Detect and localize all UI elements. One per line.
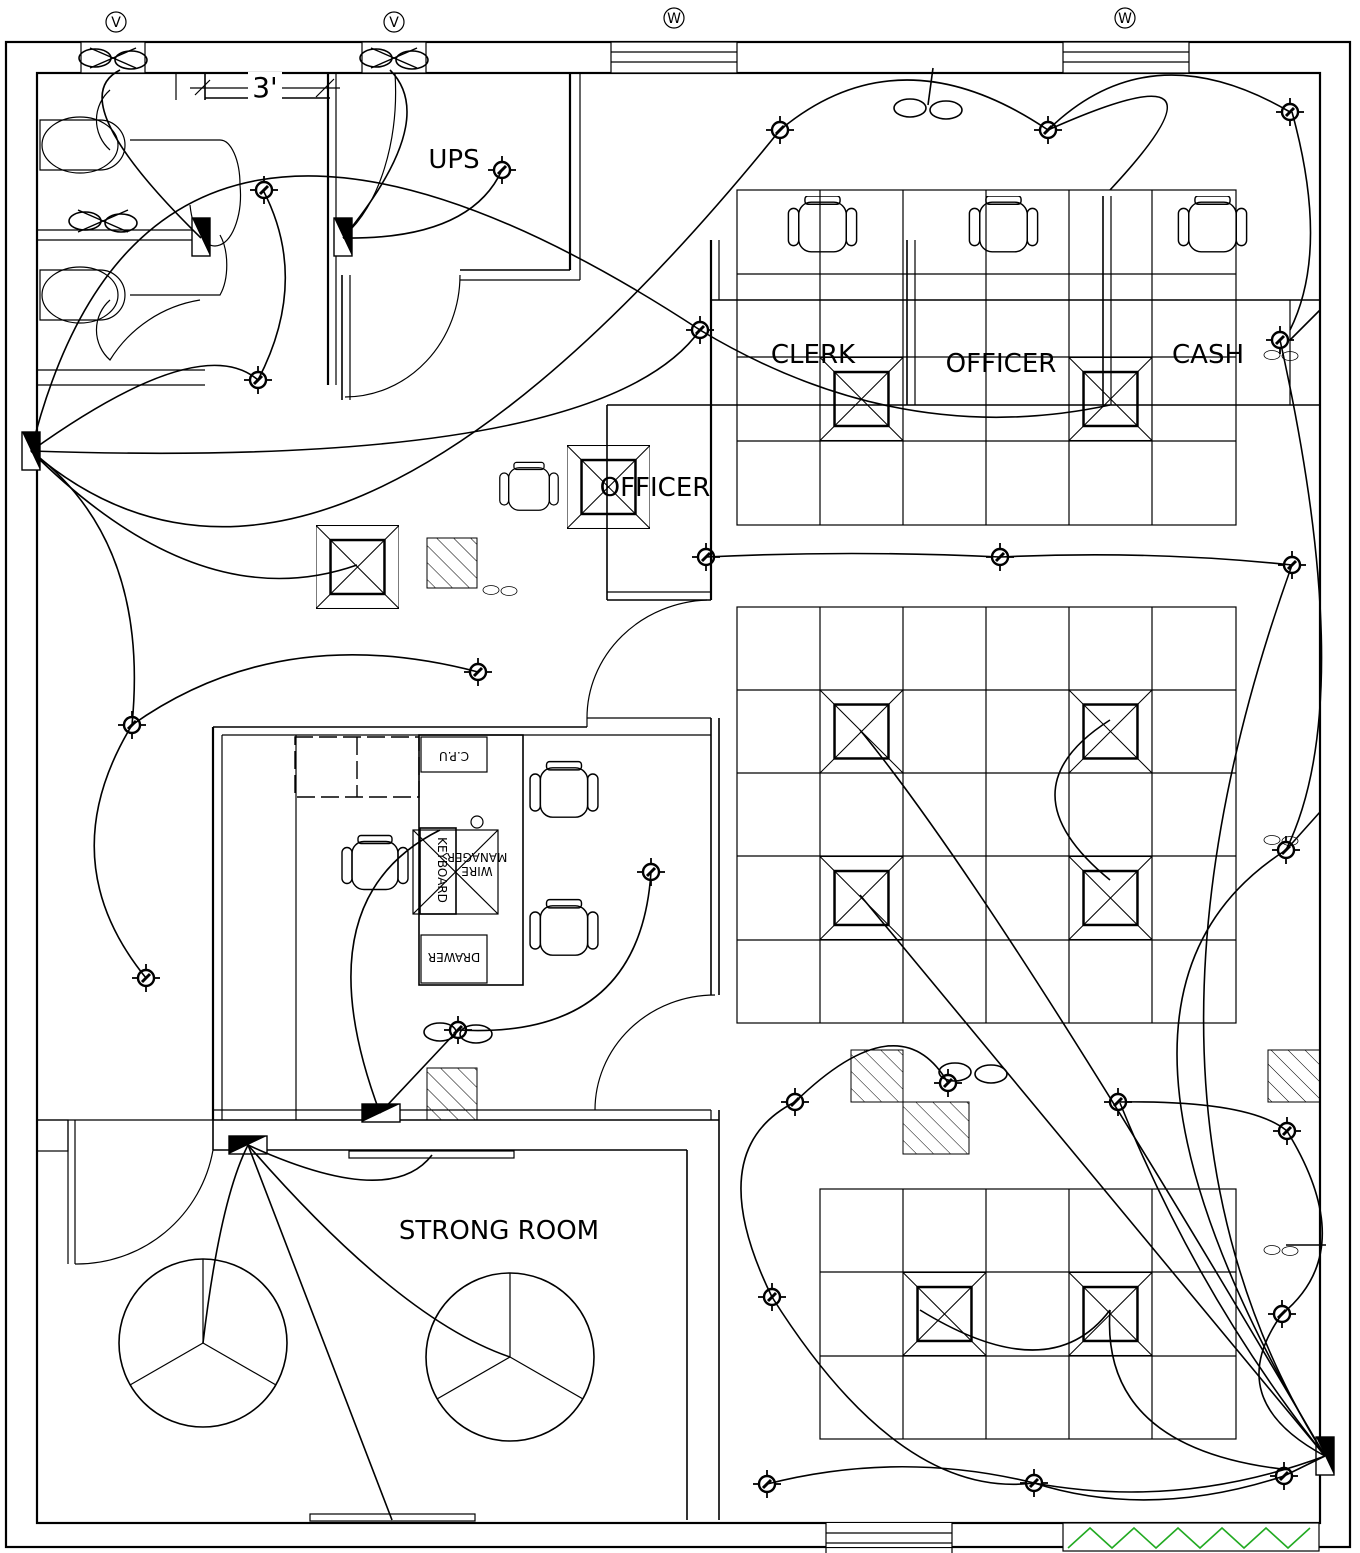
window-top-1 — [610, 41, 738, 74]
window-marker-4: W — [1114, 7, 1136, 29]
label-officer-top: OFFICER — [946, 349, 1057, 379]
toilet-block — [37, 73, 330, 386]
ceiling-fan-icon — [481, 583, 519, 598]
column-2 — [426, 1067, 478, 1121]
light-point-icon — [637, 858, 665, 886]
svg-text:V: V — [111, 15, 121, 31]
light-point-icon — [464, 658, 492, 686]
svg-text:DRAWER: DRAWER — [428, 950, 480, 964]
exhaust-fan-2 — [359, 41, 429, 74]
ceiling-fan-icon — [1262, 1243, 1300, 1258]
dimension-3ft: 3' — [190, 71, 340, 104]
ups-room-walls — [326, 72, 581, 400]
label-strong-room: STRONG ROOM — [399, 1216, 599, 1246]
svg-text:W: W — [1118, 11, 1132, 27]
fan-rod — [927, 67, 934, 106]
window-marker-2: V — [383, 11, 405, 33]
svg-text:V: V — [389, 15, 399, 31]
svg-text:3': 3' — [252, 71, 278, 104]
svg-text:W: W — [667, 11, 681, 27]
ac-unit-icon — [1069, 690, 1152, 773]
light-point-icon — [244, 366, 272, 394]
svg-text:MANAGER: MANAGER — [447, 850, 508, 864]
lower-grid — [819, 1188, 1237, 1440]
column-1 — [426, 537, 478, 589]
ceiling-fan-icon — [1262, 348, 1300, 363]
outer-walls — [4, 40, 1352, 1549]
light-point-icon — [1104, 1088, 1132, 1116]
label-cash: CASH — [1172, 340, 1244, 370]
chair-officer-left — [498, 461, 560, 512]
light-point-icon — [1020, 1469, 1048, 1497]
label-ups: UPS — [428, 145, 479, 175]
ac-unit-icon — [316, 525, 399, 609]
chair-officer — [968, 196, 1039, 253]
top-right-grid — [606, 189, 1320, 601]
column-3 — [850, 1049, 904, 1103]
light-point-icon — [488, 156, 516, 184]
chair-manager-2 — [529, 898, 599, 957]
light-point-icon — [766, 116, 794, 144]
label-clerk: CLERK — [771, 340, 856, 370]
light-point-icon — [692, 543, 720, 571]
column-5 — [1267, 1049, 1321, 1103]
svg-text:C.P.U: C.P.U — [439, 749, 469, 763]
light-point-icon — [1276, 98, 1304, 126]
strong-room — [36, 1119, 688, 1522]
light-point-icon — [1273, 1117, 1301, 1145]
ac-unit-icon — [903, 1272, 986, 1356]
window-bottom — [825, 1523, 953, 1553]
light-point-icon — [1278, 551, 1306, 579]
exhaust-fan-toilet — [68, 209, 138, 233]
svg-text:KEYBOARD: KEYBOARD — [435, 837, 449, 903]
ac-unit-icon — [1069, 856, 1152, 940]
window-top-2 — [1062, 41, 1190, 74]
chair-manager-1 — [529, 760, 599, 819]
label-officer-left: OFFICER — [600, 473, 711, 503]
column-4 — [902, 1101, 970, 1155]
entrance-grill — [1062, 1522, 1320, 1552]
chair-clerk — [787, 196, 858, 253]
light-point-icon — [986, 543, 1014, 571]
manager-cabin: C.P.U DRAWER KEYBOARD MANAGER WIRE — [211, 599, 720, 1520]
hall-grid — [736, 606, 1237, 1024]
light-point-icon — [132, 964, 160, 992]
exhaust-fan-1 — [78, 41, 148, 74]
chair-visitor — [341, 834, 409, 891]
window-marker-3: W — [663, 7, 685, 29]
light-point-icon — [758, 1283, 786, 1311]
svg-text:WIRE: WIRE — [461, 864, 492, 878]
light-point-icon — [686, 316, 714, 344]
light-point-icon — [118, 711, 146, 739]
light-point-icon — [753, 1470, 781, 1498]
window-marker-1: V — [105, 11, 127, 33]
wiring — [30, 69, 1326, 1521]
light-point-icon — [934, 1069, 962, 1097]
